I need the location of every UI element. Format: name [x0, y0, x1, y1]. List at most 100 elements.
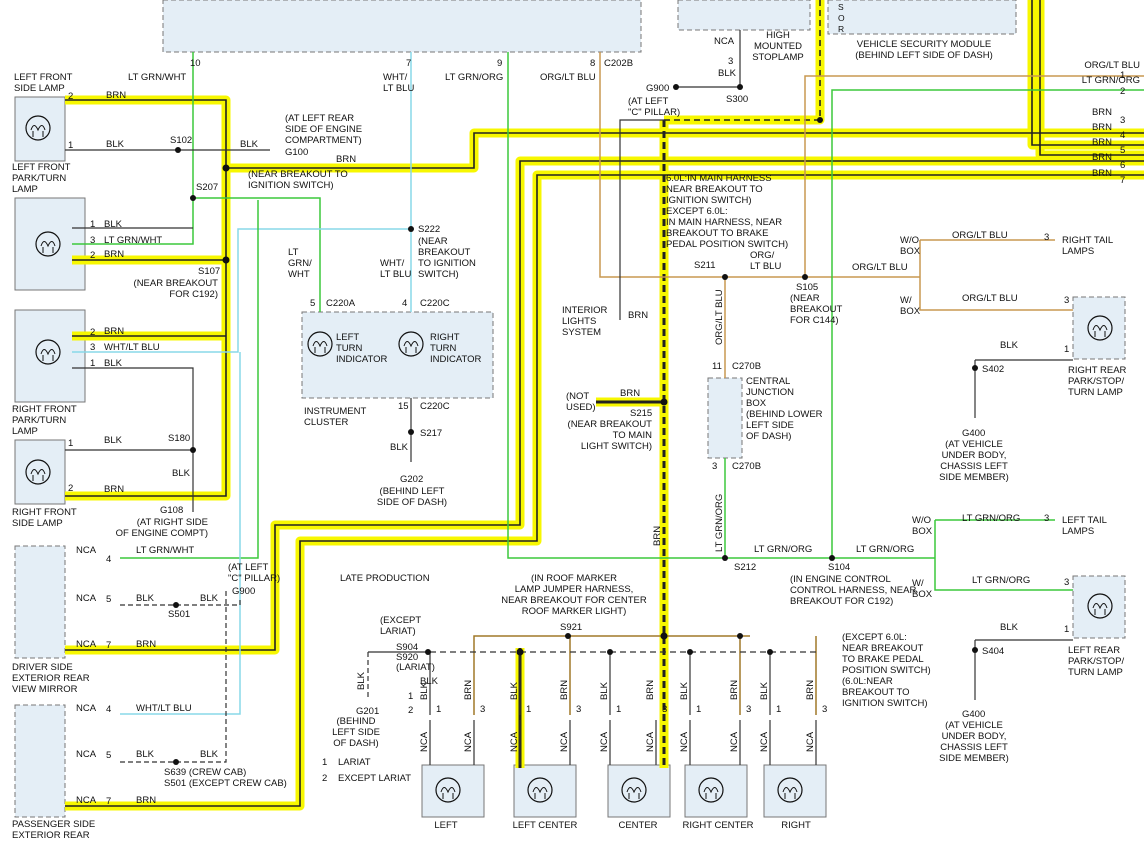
roof-nca-4-1: NCA	[805, 731, 816, 752]
right-wire-2: LT GRN/ORG	[1082, 75, 1140, 86]
roof-circle-1: 1	[408, 691, 413, 702]
right-wire-1: ORG/LT BLU	[1084, 60, 1140, 71]
ground-g400-r: G400	[962, 428, 985, 439]
right-wire-6: BRN	[1092, 152, 1112, 163]
ltgrnwht-mirror: LT GRN/WHT	[136, 545, 194, 556]
roof-nca-3-0: NCA	[679, 731, 690, 752]
pin-1-rrpark: 1	[1064, 344, 1069, 355]
pin-8: 8	[590, 58, 595, 69]
right-wire-5: BRN	[1092, 137, 1112, 148]
nca-m2: NCA	[76, 593, 97, 604]
legend-circle-1: 1	[322, 757, 327, 768]
blk-lr: BLK	[1000, 622, 1019, 633]
ground-g100: G100	[285, 147, 308, 158]
wire-ltgrnwht-top: LT GRN/WHT	[128, 72, 186, 83]
splice-s211: S211	[694, 260, 715, 271]
roof-pin-4-1: 3	[822, 704, 827, 715]
pin-9: 9	[497, 58, 502, 69]
roof-nca-0-0: NCA	[419, 731, 430, 752]
wire-ltgrnorg-top: LT GRN/ORG	[445, 72, 503, 83]
nca-m6: NCA	[76, 795, 97, 806]
roof-wire-blk-3: BLK	[679, 681, 690, 700]
roof-nca-1-0: NCA	[509, 731, 520, 752]
ground-g201: G201	[356, 706, 379, 717]
pin-2-rfp: 2	[90, 327, 95, 338]
splice-points	[173, 84, 978, 765]
splice-s501b: S501 (EXCEPT CREW CAB)	[164, 778, 287, 789]
right-wire-3: BRN	[1092, 107, 1112, 118]
nca-m4: NCA	[76, 703, 97, 714]
roof-wire-brn-1: BRN	[559, 680, 570, 700]
blk-lfpark: BLK	[104, 219, 123, 230]
splice-s180: S180	[168, 433, 190, 444]
blk-mirror1b: BLK	[200, 593, 219, 604]
splice-s105: S105	[796, 282, 818, 293]
orgltblu-rtail: ORG/LT BLU	[952, 230, 1008, 241]
right-pin-4: 4	[1120, 130, 1125, 141]
connector-c270b-a: C270B	[732, 361, 761, 372]
right-pin-5: 5	[1120, 145, 1125, 156]
wire-orgltblu-top: ORG/LT BLU	[540, 72, 596, 83]
pin-5-m1: 5	[106, 594, 111, 605]
brn-notused: BRN	[620, 388, 640, 399]
pin-3-ltail: 3	[1044, 513, 1049, 524]
w-box-2: W/BOX	[912, 578, 933, 600]
brn-lfpark: BRN	[104, 249, 124, 260]
blk-g100: BLK	[240, 139, 259, 150]
color-wires	[72, 52, 1144, 715]
w-box-1: W/BOX	[900, 295, 921, 317]
legend-lariat: LARIAT	[338, 757, 371, 768]
ltgrnorg-s212: LT GRN/ORG	[754, 544, 812, 555]
roof-wire-blk-1: BLK	[509, 681, 520, 700]
brn-vertical: BRN	[652, 526, 663, 546]
ltgrnorg-vertical: LT GRN/ORG	[714, 494, 725, 552]
connector-c220c: C220C	[420, 298, 450, 309]
roof-wire-blk-4: BLK	[759, 681, 770, 700]
splice-s104: S104	[828, 562, 850, 573]
brn-lf: BRN	[106, 90, 126, 101]
connector-c202b: C202B	[604, 58, 633, 69]
ltgrnorg-s104: LT GRN/ORG	[856, 544, 914, 555]
splice-s921: S921	[560, 622, 582, 633]
pin-3-lrpark: 3	[1064, 577, 1069, 588]
pin-1-rfs: 1	[68, 438, 73, 449]
right-pin-2: 2	[1120, 86, 1125, 97]
pin-11-cjb: 11	[712, 361, 722, 372]
pin-3-rtail: 3	[1044, 232, 1049, 243]
lamp-center: CENTER	[618, 820, 657, 831]
roof-nca-1-1: NCA	[559, 731, 570, 752]
roof-nca-4-0: NCA	[759, 731, 770, 752]
connector-c270b-b: C270B	[732, 461, 761, 472]
pin-7-m1: 7	[106, 640, 111, 651]
lariat-note: (LARIAT)	[396, 662, 435, 673]
orgltblu-s105: ORG/LT BLU	[852, 262, 908, 273]
orgltblu-rrpark: ORG/LT BLU	[962, 293, 1018, 304]
pin-3-rfp: 3	[90, 342, 95, 353]
blk-roof: BLK	[420, 676, 439, 687]
pin-2-lfp: 2	[90, 250, 95, 261]
pin-3-rrpark: 3	[1064, 295, 1069, 306]
blk-rr: BLK	[1000, 340, 1019, 351]
pin-7-m2: 7	[106, 796, 111, 807]
whtltblu-mirror: WHT/LT BLU	[136, 703, 192, 714]
roof-pin-3-1: 3	[746, 704, 751, 715]
nca-m5: NCA	[76, 749, 97, 760]
brn-mirror1: BRN	[136, 639, 156, 650]
splice-s639: S639 (CREW CAB)	[164, 767, 246, 778]
